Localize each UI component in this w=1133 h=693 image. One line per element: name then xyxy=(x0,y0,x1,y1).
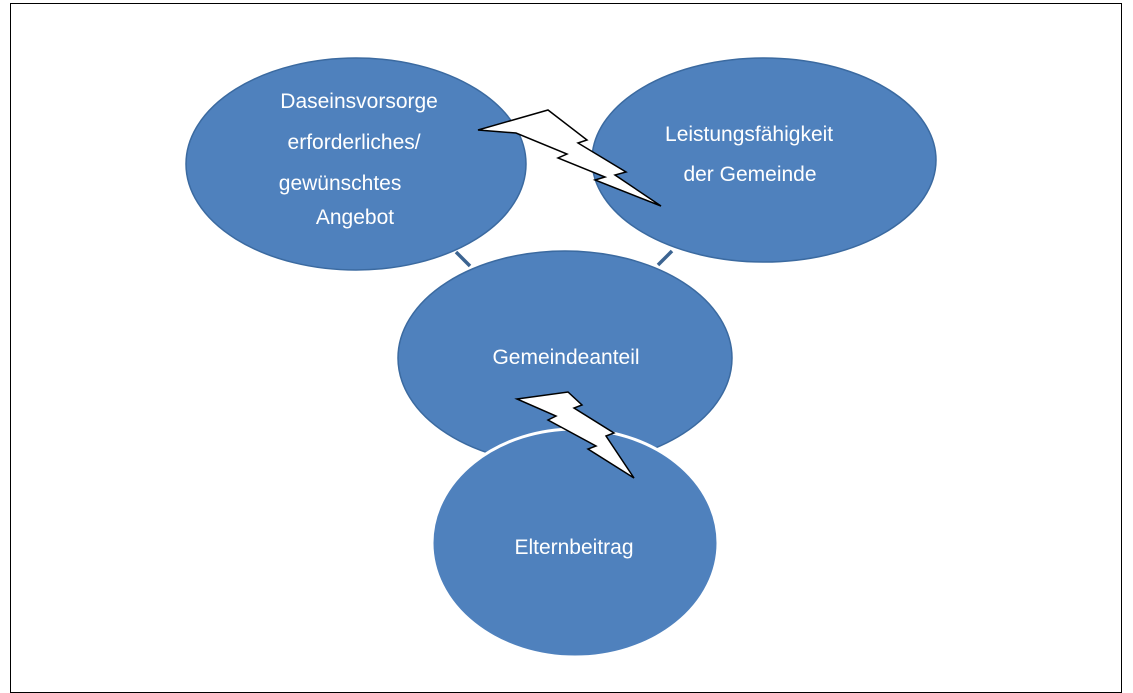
node-daseinsvorsorge-line-4: Angebot xyxy=(316,206,394,229)
connector-right xyxy=(656,249,674,267)
svg-text:Leistungsfähigkeit der G: Leistungsfähigkeit der Gemeinde xyxy=(665,123,839,186)
connector-left xyxy=(454,250,472,268)
svg-text:Daseinsvorsorge erforder: Daseinsvorsorge erforderliches/ gewünsch… xyxy=(279,90,444,229)
node-leistungsfaehigkeit-shape xyxy=(591,57,937,263)
node-daseinsvorsorge-line-2: erforderliches/ xyxy=(288,131,421,154)
lightning-bolt-icon xyxy=(477,109,662,207)
node-leistungsfaehigkeit-line-2: der Gemeinde xyxy=(683,163,816,186)
node-elternbeitrag: Elternbeitrag xyxy=(430,427,720,659)
node-daseinsvorsorge: Daseinsvorsorge erforderliches/ gewünsch… xyxy=(185,57,527,271)
svg-text:Gemeindeanteil: Gemeindeanteil xyxy=(492,346,639,369)
node-leistungsfaehigkeit-line-1: Leistungsfähigkeit xyxy=(665,123,833,146)
node-elternbeitrag-line-1: Elternbeitrag xyxy=(514,536,633,559)
node-gemeindeanteil-line-1: Gemeindeanteil xyxy=(492,346,639,369)
svg-text:Elternbeitrag: Elternbeitrag xyxy=(514,536,633,559)
node-leistungsfaehigkeit: Leistungsfähigkeit der Gemeinde xyxy=(591,57,937,263)
relationship-diagram: Daseinsvorsorge erforderliches/ gewünsch… xyxy=(185,57,937,659)
node-daseinsvorsorge-line-1: Daseinsvorsorge xyxy=(280,90,438,113)
node-gemeindeanteil: Gemeindeanteil xyxy=(397,250,733,466)
node-daseinsvorsorge-line-3: gewünschtes xyxy=(279,172,402,195)
node-daseinsvorsorge-shape xyxy=(185,57,527,271)
lightning-bolt-icon xyxy=(514,391,635,479)
